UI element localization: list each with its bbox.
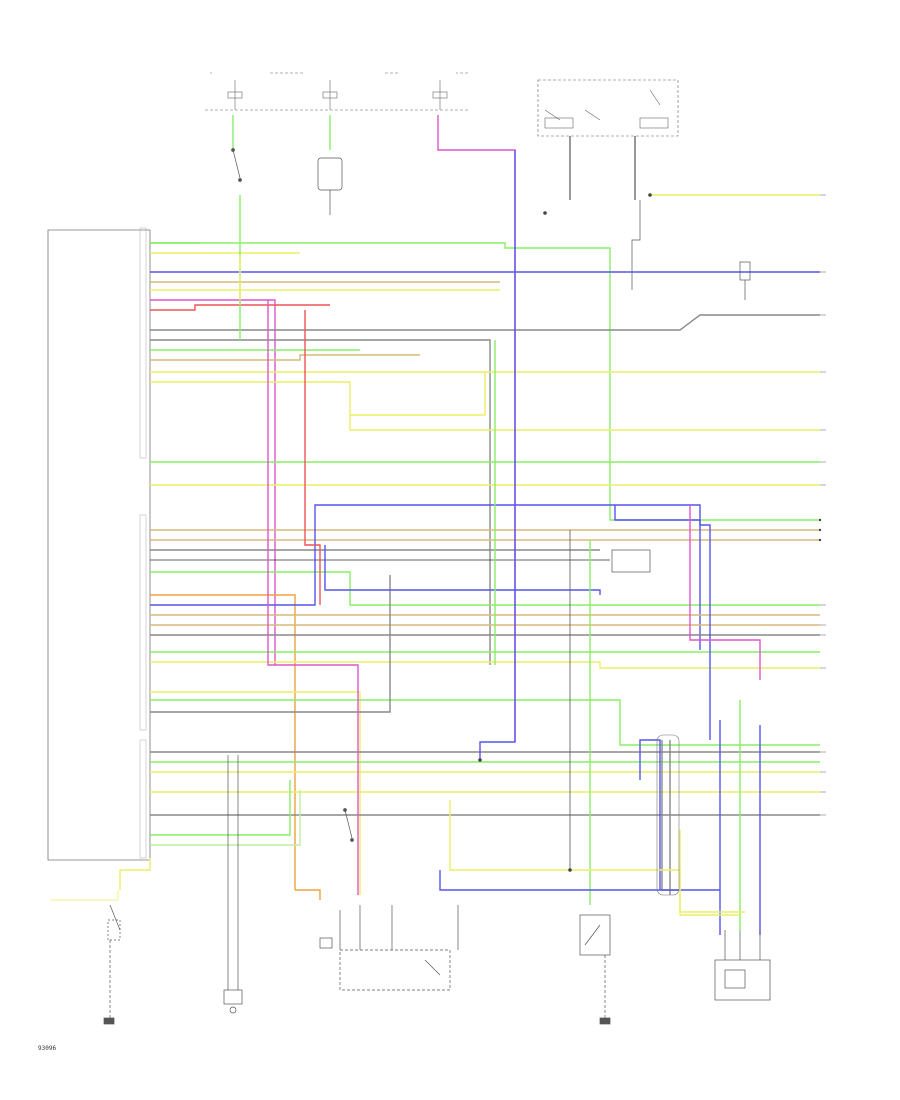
component-far-right-module bbox=[714, 930, 771, 1001]
component-bottom-left-switch bbox=[103, 904, 121, 1025]
wire-red-1 bbox=[150, 304, 330, 311]
main-control-module-bracket bbox=[47, 229, 151, 861]
wire-blue-v2 bbox=[324, 545, 601, 595]
component-sensor-top-mid bbox=[317, 157, 343, 215]
component-inline-switch bbox=[343, 808, 354, 842]
component-right-vertical-loom bbox=[656, 734, 680, 896]
connector-pins bbox=[139, 227, 147, 859]
wire-yellow-bottom bbox=[449, 800, 740, 916]
wire-yellow-v3 bbox=[679, 830, 745, 913]
right-terminals bbox=[820, 194, 826, 816]
wire-blue-v4 bbox=[639, 739, 661, 890]
wire-yellow-4 bbox=[150, 381, 820, 431]
wire-orange-v1 bbox=[295, 889, 321, 900]
wire-gray-2 bbox=[150, 339, 491, 665]
relay-box-top-right bbox=[537, 79, 679, 200]
wire-pink-v2 bbox=[267, 300, 359, 895]
wire-yellow-6 bbox=[150, 661, 820, 669]
wire-runs bbox=[119, 242, 820, 895]
wire-pink-v3 bbox=[689, 505, 761, 680]
wire-pink-v1 bbox=[437, 115, 516, 742]
wire-red-v1 bbox=[304, 310, 321, 605]
wire-blue-v3 bbox=[614, 505, 711, 740]
component-relay-mid-right bbox=[611, 549, 651, 573]
wire-tan-2 bbox=[150, 354, 420, 361]
figure-code: 93096 bbox=[38, 1045, 56, 1052]
component-bottom-sensor-1 bbox=[223, 755, 243, 1014]
wire-green-8 bbox=[150, 780, 291, 836]
wire-blue-v1 bbox=[479, 150, 516, 760]
wire-pink-1 bbox=[150, 299, 276, 665]
wire-yellow-7 bbox=[150, 691, 361, 895]
wire-green-4 bbox=[150, 571, 820, 606]
component-bottom-right-sensor bbox=[579, 914, 611, 1025]
component-switch-left-top bbox=[231, 148, 242, 182]
wire-gray-5 bbox=[150, 575, 391, 713]
wire-yellow-v4 bbox=[50, 890, 119, 901]
wire-orange-1 bbox=[150, 594, 296, 890]
wire-blue-bottom bbox=[439, 870, 720, 891]
component-bottom-mid-module bbox=[319, 905, 459, 991]
wire-yellow-v2 bbox=[350, 372, 486, 416]
component-switch-right bbox=[631, 200, 751, 300]
wire-verticals bbox=[50, 115, 820, 935]
wire-lightgreen-1 bbox=[150, 790, 301, 846]
wire-gray-1 bbox=[150, 314, 820, 331]
wire-yellow-10 bbox=[119, 858, 151, 890]
top-fuse-panel bbox=[205, 70, 470, 111]
splice-points bbox=[478, 193, 822, 872]
wire-blue-2 bbox=[150, 504, 701, 650]
